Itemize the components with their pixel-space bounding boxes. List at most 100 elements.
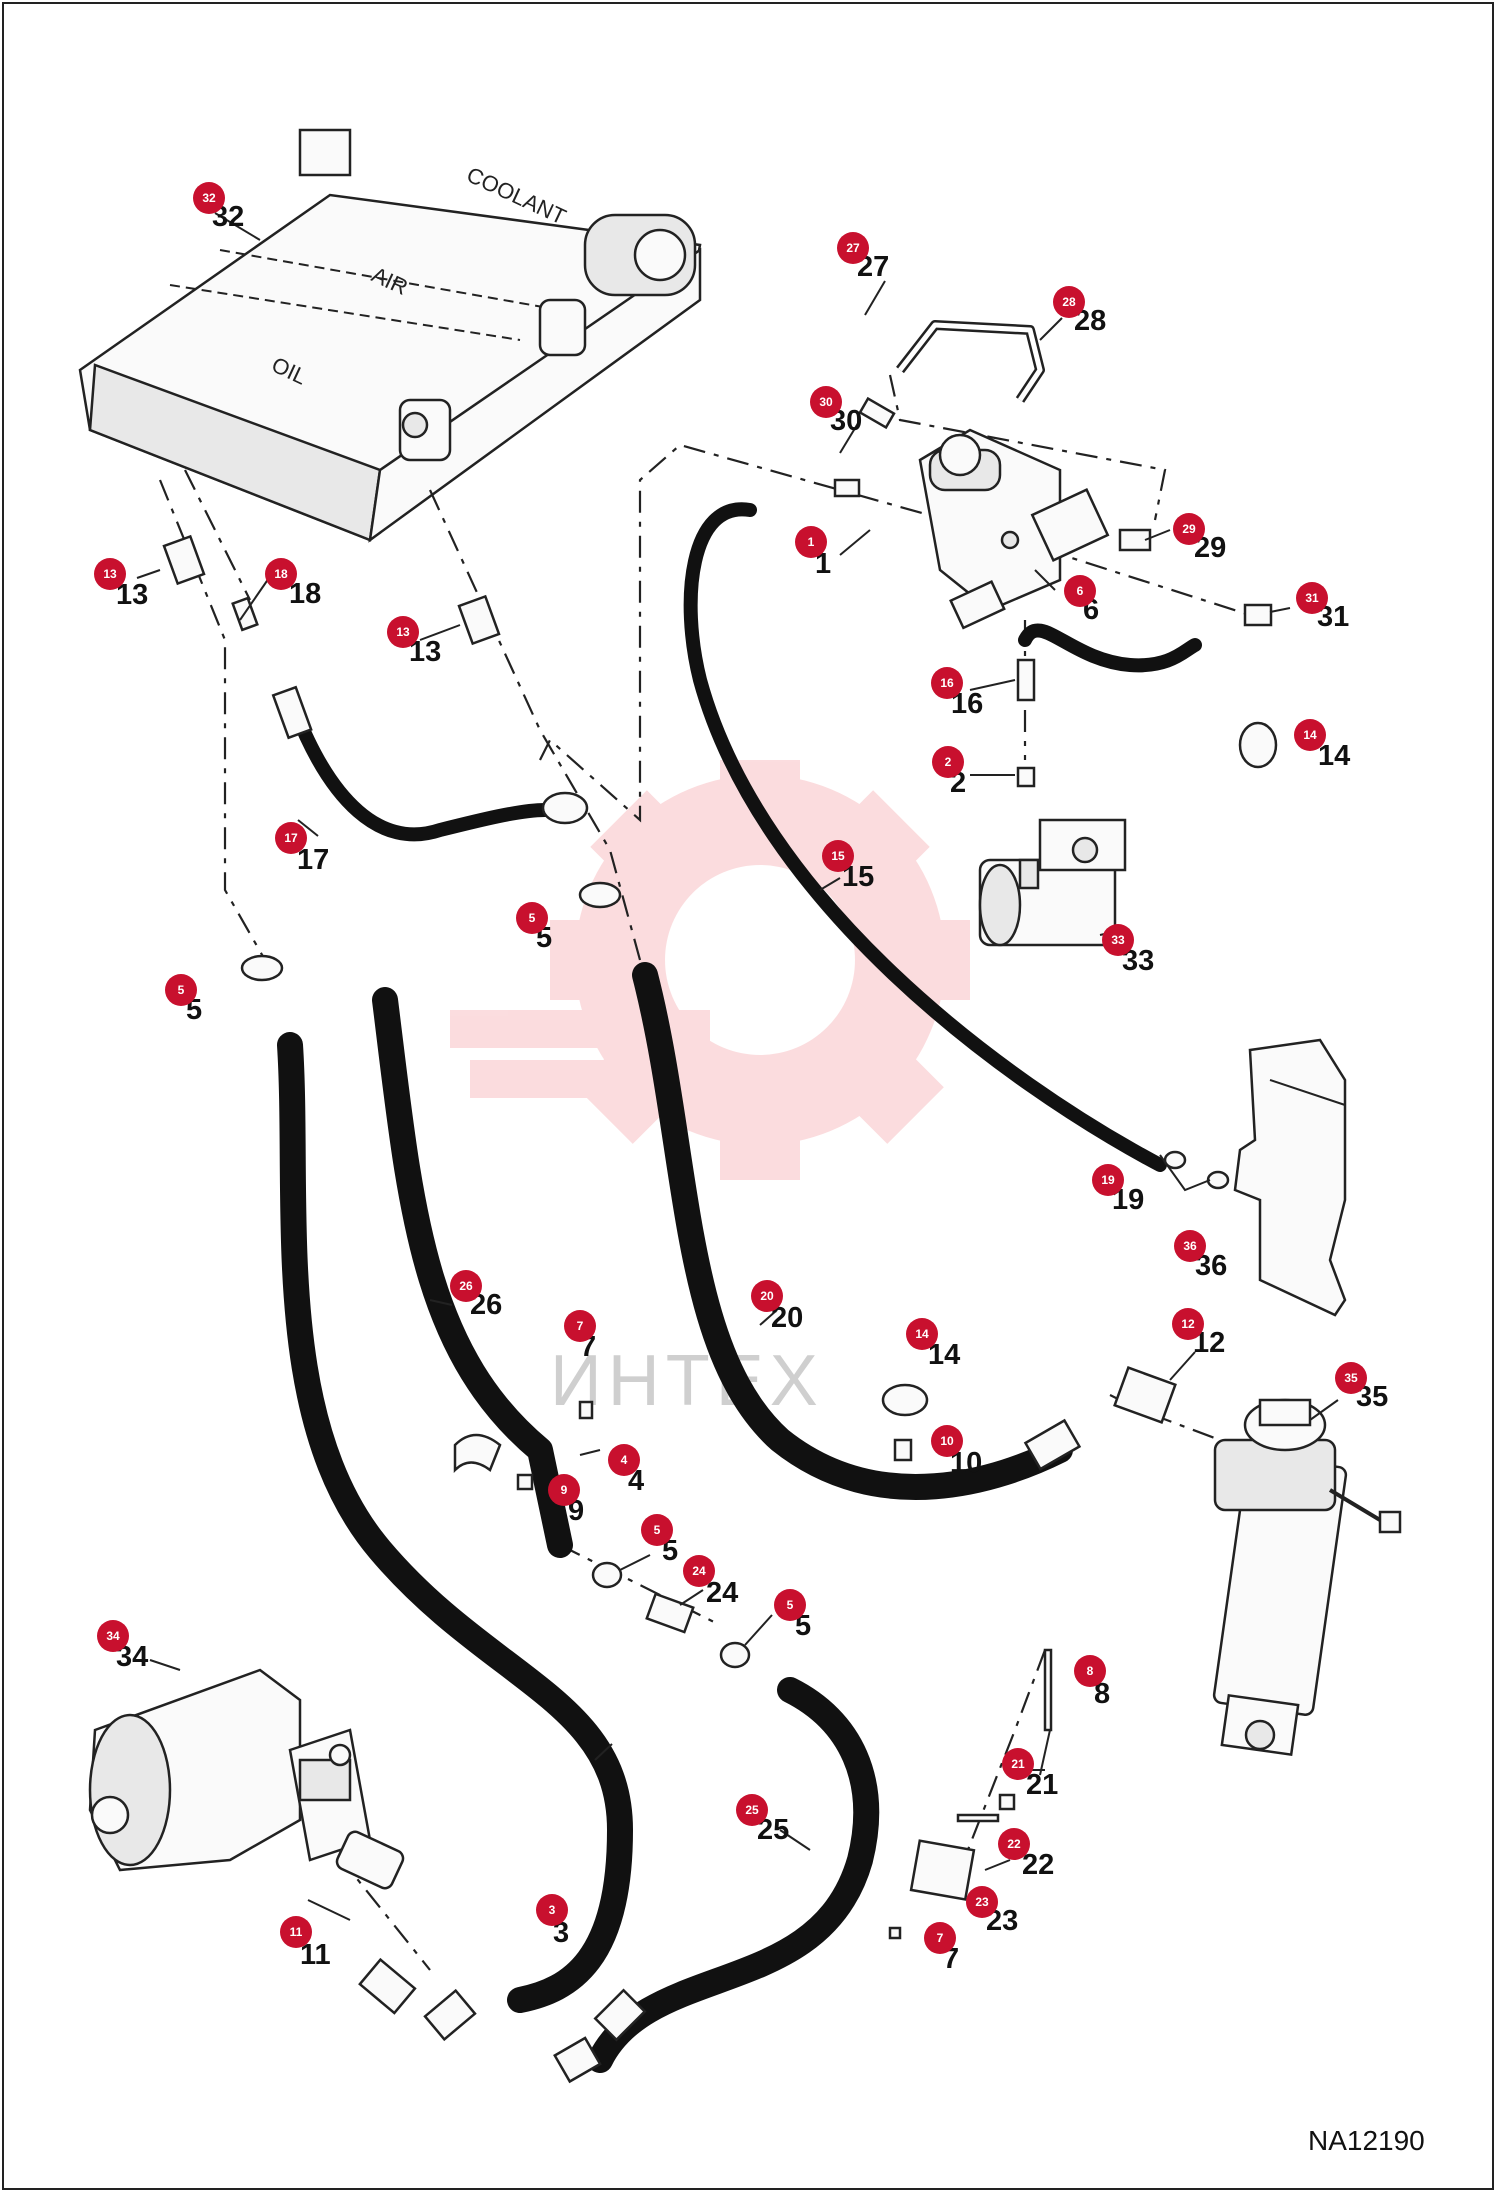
callout-badge bbox=[1335, 1362, 1367, 1394]
callout-badge-number: 14 bbox=[1303, 728, 1317, 742]
callout-badge bbox=[608, 1444, 640, 1476]
callout-badge-number: 7 bbox=[577, 1319, 584, 1333]
callout-badge bbox=[1064, 575, 1096, 607]
part-number-label: 14 bbox=[1318, 740, 1350, 772]
callout-badge bbox=[275, 822, 307, 854]
callout-badge bbox=[1074, 1655, 1106, 1687]
callout-badge-number: 25 bbox=[745, 1803, 759, 1817]
callout-badge-number: 5 bbox=[787, 1598, 794, 1612]
callout-badge bbox=[1092, 1164, 1124, 1196]
callout-badge-number: 32 bbox=[202, 191, 216, 205]
callout-badge bbox=[387, 616, 419, 648]
callout-badge-number: 23 bbox=[975, 1895, 989, 1909]
callout-badge bbox=[1053, 286, 1085, 318]
callout-badge bbox=[1002, 1748, 1034, 1780]
callout-badge-number: 3 bbox=[549, 1903, 556, 1917]
callout-badge bbox=[165, 974, 197, 1006]
callout-badge-number: 24 bbox=[692, 1564, 706, 1578]
part-number-label: 18 bbox=[289, 578, 321, 610]
callout-5: 55 bbox=[774, 1589, 811, 1642]
callout-4: 44 bbox=[608, 1444, 644, 1497]
callout-badge-number: 13 bbox=[103, 567, 117, 581]
callout-badge-number: 1 bbox=[808, 535, 815, 549]
callout-2: 22 bbox=[932, 746, 966, 799]
callout-badge bbox=[516, 902, 548, 934]
callout-badge-number: 5 bbox=[178, 983, 185, 997]
hoses bbox=[277, 502, 1202, 2073]
callout-badge bbox=[1173, 513, 1205, 545]
callout-3: 33 bbox=[536, 1894, 569, 1949]
callout-badge-number: 2 bbox=[945, 755, 952, 769]
callout-badge-number: 5 bbox=[529, 911, 536, 925]
hydrostatic-pump bbox=[88, 1668, 405, 1890]
callout-badge-number: 4 bbox=[621, 1453, 628, 1467]
callout-badge-number: 9 bbox=[561, 1483, 568, 1497]
callout-badge bbox=[931, 667, 963, 699]
callout-badge bbox=[683, 1555, 715, 1587]
callout-badge bbox=[1296, 582, 1328, 614]
callout-badge bbox=[906, 1318, 938, 1350]
callout-badge bbox=[751, 1280, 783, 1312]
callout-badge-number: 17 bbox=[284, 831, 298, 845]
callout-badge-number: 35 bbox=[1344, 1371, 1358, 1385]
part-number-label: 24 bbox=[706, 1577, 738, 1609]
callout-8: 88 bbox=[1074, 1655, 1110, 1710]
callout-badge-number: 20 bbox=[760, 1289, 774, 1303]
callout-badge-number: 19 bbox=[1101, 1173, 1115, 1187]
callout-badge bbox=[536, 1894, 568, 1926]
callout-9: 99 bbox=[548, 1474, 584, 1527]
callout-badge bbox=[795, 526, 827, 558]
callout-badge bbox=[193, 182, 225, 214]
callout-badge bbox=[774, 1589, 806, 1621]
callout-badge-number: 28 bbox=[1062, 295, 1076, 309]
watermark-text: ИНТЕХ bbox=[550, 1341, 824, 1421]
control-valve bbox=[918, 428, 1110, 630]
callout-badge bbox=[94, 558, 126, 590]
callout-badge bbox=[265, 558, 297, 590]
callout-badge bbox=[548, 1474, 580, 1506]
callout-badge-number: 5 bbox=[654, 1523, 661, 1537]
callout-badge-number: 22 bbox=[1007, 1837, 1021, 1851]
part-number-label: 8 bbox=[1094, 1678, 1110, 1710]
callout-7: 77 bbox=[564, 1310, 596, 1363]
callout-badge bbox=[280, 1916, 312, 1948]
callout-badge bbox=[924, 1922, 956, 1954]
callout-5: 55 bbox=[516, 902, 552, 954]
callout-badge-number: 14 bbox=[915, 1327, 929, 1341]
fittings bbox=[162, 396, 1278, 2084]
callout-badge bbox=[1294, 719, 1326, 751]
callout-badge bbox=[966, 1886, 998, 1918]
callout-badge bbox=[736, 1794, 768, 1826]
callout-badge-number: 30 bbox=[819, 395, 833, 409]
callout-badge-number: 16 bbox=[940, 676, 954, 690]
charge-pump bbox=[978, 818, 1127, 947]
callout-badge-number: 6 bbox=[1077, 584, 1084, 598]
callout-badge bbox=[450, 1270, 482, 1302]
callout-badge bbox=[641, 1514, 673, 1546]
callout-badge-number: 10 bbox=[940, 1434, 954, 1448]
callout-badge-number: 12 bbox=[1181, 1317, 1195, 1331]
callout-badge-number: 7 bbox=[937, 1931, 944, 1945]
callout-badge-number: 21 bbox=[1011, 1757, 1025, 1771]
callout-badge-number: 29 bbox=[1182, 522, 1196, 536]
callout-markers: 1122334455555555667777889910101111121213… bbox=[94, 182, 1388, 1975]
